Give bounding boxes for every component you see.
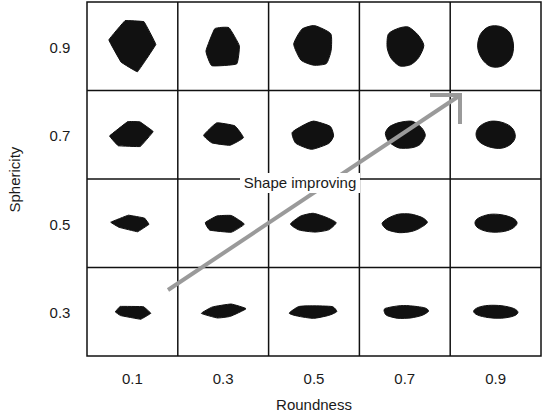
particle-shape (475, 214, 517, 232)
grid-frame (87, 2, 541, 356)
grid-line (87, 90, 541, 92)
particle-shape (201, 304, 246, 318)
axis-title: Sphericity (6, 147, 23, 213)
trend-arrow (168, 95, 460, 290)
particle-shape (115, 306, 151, 319)
particle-shape (478, 26, 514, 67)
tick-label: 0.5 (50, 216, 71, 233)
particle-shape (385, 121, 425, 148)
tick-label: 0.7 (50, 127, 71, 144)
tick-label: 0.3 (50, 304, 71, 321)
tick-label: 0.9 (50, 39, 71, 56)
tick-label: 0.1 (122, 370, 143, 387)
chart-grid (87, 2, 541, 356)
arrow-label: Shape improving (240, 173, 361, 192)
particle-shape (382, 214, 427, 233)
particle-shape (476, 121, 515, 148)
particle-shape (290, 213, 336, 232)
tick-label: 0.7 (394, 370, 415, 387)
axis-title: Roundness (276, 396, 352, 413)
particle-shape (292, 121, 334, 149)
tick-label: 0.9 (485, 370, 506, 387)
particle-shape (110, 122, 154, 147)
arrow-head (430, 95, 460, 124)
particle-shape (111, 215, 149, 232)
arrow-shaft (168, 96, 459, 290)
particle-shape (206, 27, 239, 66)
particle-shape (205, 215, 244, 232)
particle-shape (289, 306, 337, 319)
particle-shape (387, 27, 424, 66)
tick-label: 0.3 (213, 370, 234, 387)
grid-line (87, 267, 541, 269)
tick-label: 0.5 (304, 370, 325, 387)
particle-shape (474, 305, 518, 318)
particle-shape (109, 21, 156, 72)
particle-shape (204, 123, 244, 145)
particle-shape (384, 306, 429, 319)
particle-shape (294, 26, 332, 66)
particle-shapes (109, 21, 518, 320)
